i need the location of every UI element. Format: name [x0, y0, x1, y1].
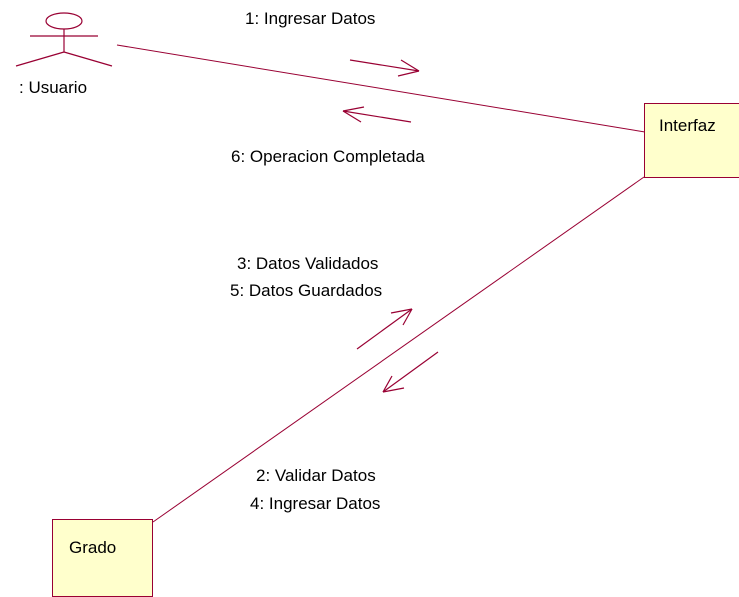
arrow-ingresar-datos-icon: [349, 59, 420, 77]
arrow-operacion-completada-icon: [342, 106, 412, 123]
actor-icon: [15, 12, 113, 67]
message-label-6: 6: Operacion Completada: [231, 147, 425, 166]
actor-label: : Usuario: [19, 78, 88, 97]
message-label-3: 3: Datos Validados: [237, 254, 379, 273]
object-grado[interactable]: [52, 519, 153, 597]
object-interfaz-label: Interfaz: [659, 116, 716, 135]
link-interfaz-grado: [152, 176, 645, 523]
link-usuario-interfaz: [116, 44, 646, 133]
message-label-4: 4: Ingresar Datos: [250, 494, 381, 513]
message-label-2: 2: Validar Datos: [256, 466, 376, 485]
object-interfaz[interactable]: [644, 103, 739, 178]
arrow-datos-validados-icon: [356, 308, 413, 350]
message-label-5: 5: Datos Guardados: [230, 281, 383, 300]
message-label-1: 1: Ingresar Datos: [245, 9, 376, 28]
object-grado-label: Grado: [69, 538, 117, 557]
arrow-validar-datos-icon: [382, 351, 439, 393]
